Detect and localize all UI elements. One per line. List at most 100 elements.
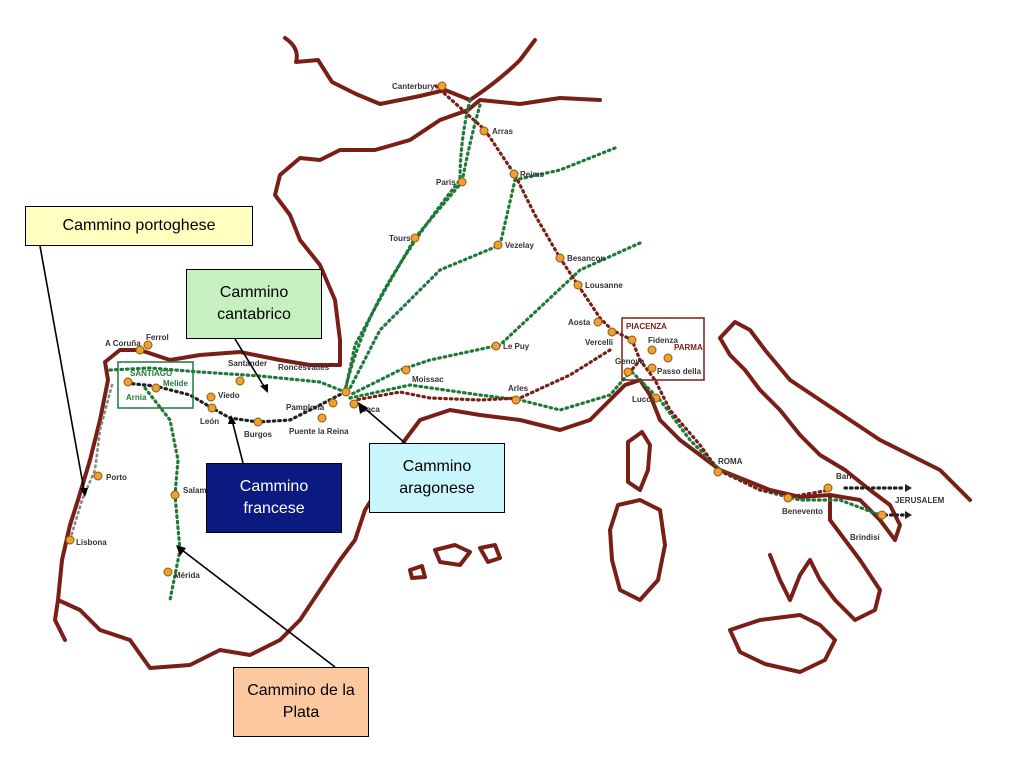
city-dot-santander — [235, 376, 245, 386]
arrow-head-francese — [228, 415, 236, 424]
route-lepuy — [348, 241, 642, 397]
city-label-salamanca: Salam — [183, 486, 207, 495]
label-cammino-cantabrico: Cammino cantabrico — [186, 269, 322, 339]
city-label-parma: PARMA — [674, 343, 703, 352]
arrow-head-cantabrico — [260, 384, 268, 393]
city-dot-bari — [823, 483, 833, 493]
city-dot-a-coruna — [135, 345, 145, 355]
route-paris-2 — [460, 103, 482, 184]
city-label-ferrol: Ferrol — [146, 333, 169, 342]
city-label-roma: ROMA — [718, 457, 743, 466]
baleares-coast — [408, 543, 502, 580]
callout-arrows — [39, 245, 406, 668]
arrow-head-portoghese — [80, 488, 88, 497]
city-dot-roma — [713, 467, 723, 477]
city-dot-lisbona — [65, 535, 75, 545]
route-portoghese — [68, 383, 114, 542]
cities: Canterbury Arras Reims Paris Tours Vezel… — [65, 81, 945, 580]
city-label-leon: León — [200, 417, 219, 426]
city-label-bari: Bari — [836, 472, 852, 481]
sicily-coast — [728, 613, 837, 674]
city-label-arnia: Arnia — [126, 393, 147, 402]
city-dot-merida — [163, 567, 173, 577]
city-dot-melide — [151, 383, 161, 393]
arrow-head-plata — [176, 545, 186, 556]
city-label-puente: Puente la Reina — [289, 427, 349, 436]
city-dot-reims — [509, 169, 519, 179]
city-dot-roncesvalles — [341, 387, 351, 397]
city-dot-genova — [623, 367, 633, 377]
route-italy — [630, 370, 882, 517]
city-dot-brindisi — [877, 510, 887, 520]
arrow-head-2 — [905, 511, 912, 519]
arrow-plata — [181, 549, 336, 668]
city-dot-puente — [317, 413, 327, 423]
city-dot-leon — [207, 403, 217, 413]
city-dot-lucca — [651, 393, 661, 403]
city-label-tours: Tours — [389, 234, 411, 243]
city-label-pamplona: Pamplona — [286, 403, 325, 412]
city-label-lepuy: Le Puy — [503, 342, 530, 351]
route-plata — [143, 386, 182, 602]
city-label-melide: Melide — [163, 379, 188, 388]
city-label-burgos: Burgos — [244, 430, 273, 439]
city-dot-parma — [663, 353, 673, 363]
city-dot-benevento — [783, 493, 793, 503]
city-dot-lousanne — [573, 280, 583, 290]
city-label-canterbury: Canterbury — [392, 82, 435, 91]
city-label-santander: Santander — [228, 359, 267, 368]
city-label-paris: Paris — [436, 178, 456, 187]
city-dot-canterbury — [437, 81, 447, 91]
city-label-lucca: Lucca — [632, 395, 656, 404]
city-dot-santiago — [123, 377, 133, 387]
city-label-aosta: Aosta — [568, 318, 591, 327]
arrow-cantabrico — [234, 338, 266, 389]
city-label-arras: Arras — [492, 127, 513, 136]
city-dot-vezelay — [493, 240, 503, 250]
city-dot-paris — [457, 177, 467, 187]
piacenza-box — [621, 317, 705, 381]
city-label-brindisi: Brindisi — [850, 533, 880, 542]
city-dot-lepuy — [491, 341, 501, 351]
city-dot-aosta — [593, 317, 603, 327]
city-dot-fidenza — [647, 345, 657, 355]
arrow-francese — [231, 419, 244, 464]
city-dot-vercelli — [607, 327, 617, 337]
route-tours — [343, 180, 464, 394]
city-dot-piacenza — [627, 335, 637, 345]
city-label-vezelay: Vezelay — [505, 241, 534, 250]
city-label-oviedo: Viedo — [218, 391, 240, 400]
city-label-genova: Genova — [615, 357, 645, 366]
label-cammino-portoghese: Cammino portoghese — [25, 206, 253, 246]
city-label-porto: Porto — [106, 473, 127, 482]
city-dot-ferrol — [143, 340, 153, 350]
city-dot-moissac — [401, 365, 411, 375]
route-vezelay — [346, 146, 617, 394]
arrow-head-1 — [905, 484, 912, 492]
italy-south-coast — [768, 493, 882, 622]
route-arles — [348, 370, 632, 412]
city-dot-porto — [93, 471, 103, 481]
city-label-santiago: SANTIAGO — [130, 369, 172, 378]
city-dot-passo — [647, 363, 657, 373]
city-dot-jaca — [349, 399, 359, 409]
city-label-piacenza: PIACENZA — [626, 322, 667, 331]
city-label-roncesvalles: Roncesvalles — [278, 363, 330, 372]
corsica-coast — [626, 430, 652, 492]
label-cammino-aragonese: Cammino aragonese — [369, 443, 505, 513]
city-dot-arras — [479, 126, 489, 136]
city-label-merida: Mérida — [174, 571, 200, 580]
city-label-arles: Arles — [508, 384, 529, 393]
route-cantabrico — [108, 366, 347, 394]
england-coast — [283, 36, 537, 106]
city-label-passo: Passo della — [657, 367, 702, 376]
arrow-aragonese — [361, 405, 406, 444]
city-dot-tours — [410, 233, 420, 243]
sardinia-coast — [608, 498, 667, 602]
city-dot-oviedo — [206, 392, 216, 402]
routes — [68, 84, 912, 602]
city-label-jerusalem: JERUSALEM — [895, 496, 945, 505]
city-label-lousanne: Lousanne — [585, 281, 623, 290]
city-label-lisbona: Lisbona — [76, 538, 107, 547]
